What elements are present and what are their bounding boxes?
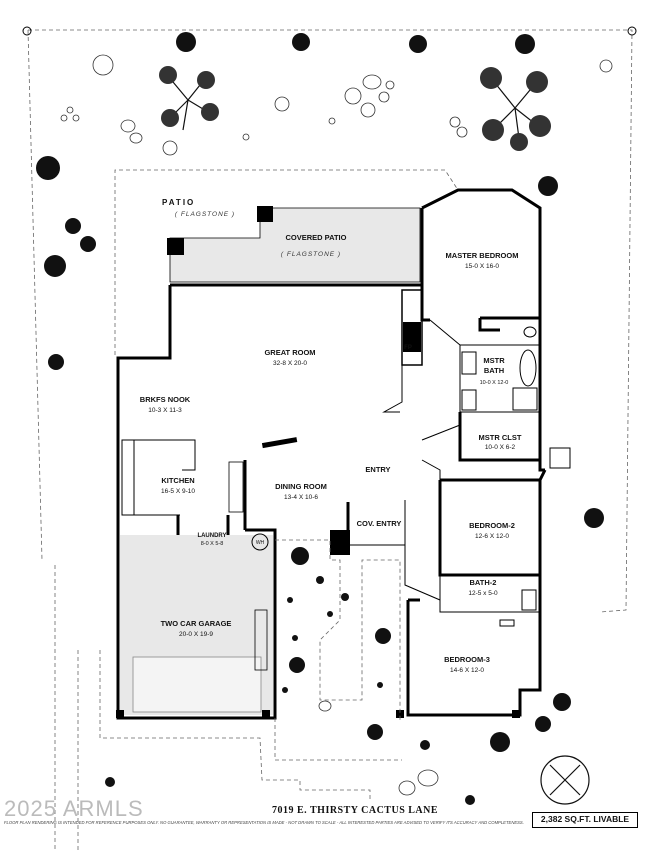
mstr-clst-label: MSTR CLST <box>479 433 522 442</box>
stepping-stones <box>60 54 613 796</box>
lot-boundary <box>22 26 637 850</box>
mstr-bath-dim: 10-0 X 12-0 <box>480 380 509 386</box>
great-room-label: GREAT ROOM <box>264 348 315 357</box>
garage-label: TWO CAR GARAGE <box>161 619 232 628</box>
mstr-bath-label: MSTR <box>483 356 505 365</box>
kitchen-dim: 16-5 X 9-10 <box>161 488 195 495</box>
laundry-dim: 8-0 X 5-8 <box>201 541 224 547</box>
covered-patio-label: COVERED PATIO <box>286 233 347 242</box>
entry-label: ENTRY <box>365 465 390 474</box>
shrub-icon <box>36 32 604 805</box>
property-address: 7019 E. THIRSTY CACTUS LANE <box>272 805 439 816</box>
dining-room-dim: 13-4 X 10-6 <box>284 494 318 501</box>
bedroom-3-label: BEDROOM-3 <box>444 655 490 664</box>
sqft-badge: 2,382 SQ.FT. LIVABLE <box>532 812 638 828</box>
watermark: 2025 ARMLS <box>4 796 144 821</box>
laundry-label: LAUNDRY <box>197 533 226 539</box>
mstr-bath-fixtures <box>461 326 571 627</box>
brkfs-nook-dim: 10-3 X 11-3 <box>148 407 182 414</box>
great-room-dim: 32-8 X 20-0 <box>273 360 307 367</box>
bedroom-3-dim: 14-6 X 12-0 <box>450 667 484 674</box>
patio-label: PATIO <box>162 198 195 207</box>
bedroom-2-label: BEDROOM-2 <box>469 521 515 530</box>
patio-note: ( FLAGSTONE ) <box>175 211 235 218</box>
water-heater-icon <box>251 533 269 551</box>
master-bedroom-dim: 15-0 X 16-0 <box>465 263 499 270</box>
cov-entry-label: COV. ENTRY <box>357 519 402 528</box>
walkway <box>99 539 402 800</box>
fireplace-label: FP <box>404 345 412 351</box>
covered-patio-area <box>167 206 421 283</box>
master-bedroom-label: MASTER BEDROOM <box>446 251 519 260</box>
kitchen-label: KITCHEN <box>161 476 194 485</box>
dining-room-label: DINING ROOM <box>275 482 327 491</box>
garage-area <box>116 535 520 718</box>
mstr-clst-dim: 10-0 X 6-2 <box>485 444 516 451</box>
tree-icon <box>159 66 590 805</box>
bedroom-2-dim: 12-6 X 12-0 <box>475 533 509 540</box>
mstr-bath-label-2: BATH <box>484 366 504 375</box>
bath-2-label: BATH-2 <box>470 578 497 587</box>
brkfs-nook-label: BRKFS NOOK <box>140 395 191 404</box>
water-heater-label: WH <box>256 540 265 546</box>
covered-patio-note: ( FLAGSTONE ) <box>281 251 341 258</box>
patio-outline <box>114 169 459 355</box>
garage-dim: 20-0 X 19-9 <box>179 631 213 638</box>
bath-2-dim: 12-5 x 5-0 <box>468 590 498 597</box>
disclaimer-text: FLOOR PLAN RENDERING IS INTENDED FOR REF… <box>4 820 524 825</box>
